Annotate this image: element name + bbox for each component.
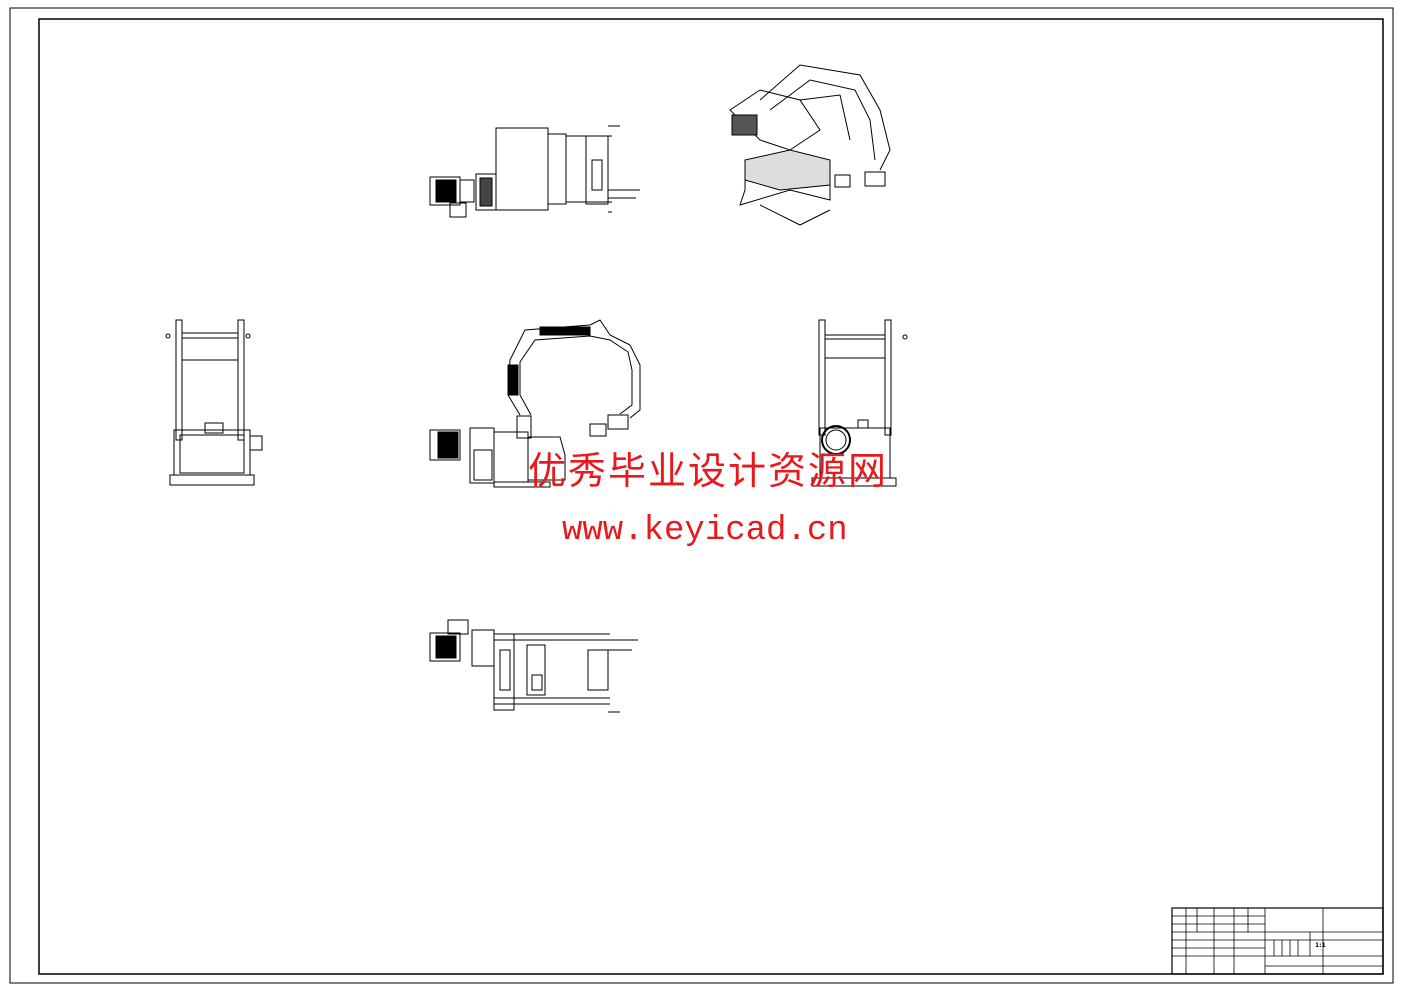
title-block	[1171, 907, 1384, 975]
watermark-url: www.keyicad.cn	[562, 512, 848, 550]
outer-frame	[9, 7, 1394, 984]
right-view	[811, 319, 908, 487]
watermark-site-name: 优秀毕业设计资源网	[528, 449, 889, 493]
left-view	[165, 319, 263, 486]
inner-border	[38, 18, 1384, 975]
isometric-view	[729, 64, 891, 226]
front-view	[429, 319, 641, 488]
bottom-view	[429, 619, 638, 713]
title-block-scale: 1:1	[1315, 942, 1326, 949]
top-view	[429, 125, 640, 218]
